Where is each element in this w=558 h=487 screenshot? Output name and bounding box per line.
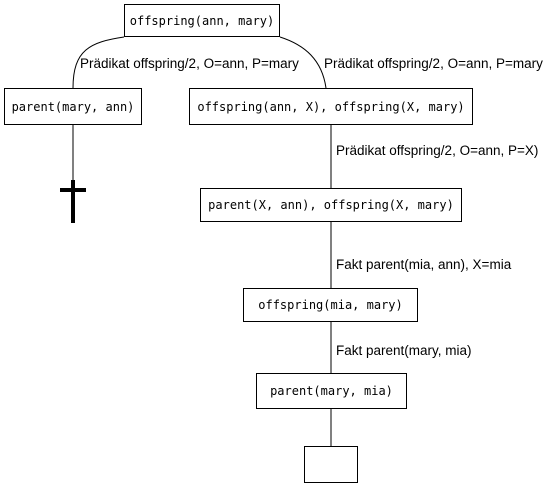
- edge-label-root-left: Prädikat offspring/2, O=ann, P=mary: [80, 56, 299, 71]
- edge-label-4-to-5: Fakt parent(mary, mia): [336, 343, 472, 358]
- edge-label-right-to-3: Prädikat offspring/2, O=ann, P=X): [336, 143, 539, 158]
- node-root: offspring(ann, mary): [124, 4, 280, 37]
- node-right-goal: offspring(ann, X), offspring(X, mary): [189, 88, 473, 125]
- node-goal-5: parent(mary, mia): [256, 373, 407, 409]
- edge-label-root-right: Prädikat offspring/2, O=ann, P=mary: [324, 56, 543, 71]
- node-success-box: [304, 446, 358, 483]
- edge-root-left: [72, 36, 125, 89]
- failure-cross-icon: [60, 180, 86, 223]
- edge-label-3-to-4: Fakt parent(mia, ann), X=mia: [336, 257, 512, 272]
- node-left-goal: parent(mary, ann): [4, 88, 142, 125]
- node-goal-4: offspring(mia, mary): [243, 288, 418, 322]
- edge-root-right: [279, 36, 327, 89]
- node-goal-3: parent(X, ann), offspring(X, mary): [200, 188, 462, 222]
